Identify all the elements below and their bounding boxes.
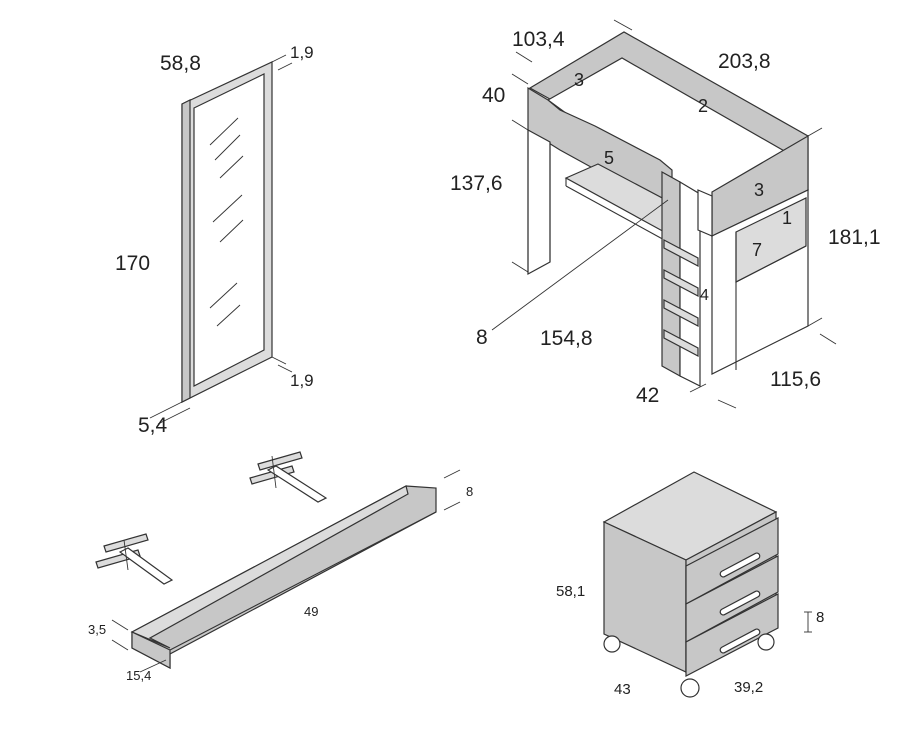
loft-dimension-lines xyxy=(511,19,837,409)
part-7-label: 7 xyxy=(752,240,762,260)
loft-ladder-width-label: 42 xyxy=(636,384,659,407)
mirror-drawing: 58,8 1,9 170 1,9 5,4 xyxy=(115,43,314,437)
shelf-bracket-top xyxy=(249,451,328,503)
loft-guard-height-label: 40 xyxy=(482,84,505,107)
left-leg-front xyxy=(527,128,551,276)
loft-desk-width-label: 154,8 xyxy=(540,327,593,350)
shelf-dimension-lines xyxy=(111,469,461,673)
loft-under-height-label: 137,6 xyxy=(450,172,503,195)
guard-post xyxy=(697,189,713,237)
drawer-2-handle xyxy=(719,590,761,616)
drawer-drawer-height-label: 8 xyxy=(816,609,824,626)
part-8-label: 8 xyxy=(476,326,488,349)
loft-bed-drawing: 103,4 203,8 40 137,6 181,1 154,8 42 115,… xyxy=(450,19,881,409)
drawer-3 xyxy=(685,593,779,677)
part-8-leader xyxy=(491,199,669,331)
part-1-label: 1 xyxy=(782,208,792,228)
ladder-steps xyxy=(663,239,699,357)
part-3b-label: 3 xyxy=(754,180,764,200)
part-2-label: 2 xyxy=(698,96,708,116)
mirror-frame-side xyxy=(181,99,191,403)
shelf-length-label: 49 xyxy=(304,604,318,619)
drawer-2 xyxy=(685,555,779,644)
drawer-width-label: 43 xyxy=(614,681,631,698)
shelf-height-label: 8 xyxy=(466,484,473,499)
shelf-body xyxy=(131,485,437,669)
part-3-label: 3 xyxy=(574,70,584,90)
drawer-height-label: 58,1 xyxy=(556,583,585,600)
shelf-depth-label: 15,4 xyxy=(126,668,151,683)
part-4-label: 4 xyxy=(700,287,709,304)
mirror-width-label: 58,8 xyxy=(160,52,201,75)
mirror-depth-top-label: 1,9 xyxy=(290,43,314,62)
drawer-1-handle xyxy=(719,552,761,578)
loft-total-height-label: 181,1 xyxy=(828,226,881,249)
drawer-depth-label: 39,2 xyxy=(734,679,763,696)
shelf-top-face xyxy=(130,485,409,649)
drawer-3-handle xyxy=(719,628,761,654)
loft-depth-label: 103,4 xyxy=(512,28,565,51)
part-5-label: 5 xyxy=(604,148,614,168)
mirror-frame-label: 5,4 xyxy=(138,414,168,437)
drawers xyxy=(685,517,779,677)
shelf-lip-label: 3,5 xyxy=(88,622,106,637)
mirror-height-label: 170 xyxy=(115,252,150,275)
shelf-end-face xyxy=(131,631,171,669)
shelf-bracket-bottom xyxy=(95,533,174,585)
loft-base-width-label: 115,6 xyxy=(770,368,821,391)
drawer-dimension-lines xyxy=(804,611,812,633)
drawer-1 xyxy=(685,517,779,606)
shelf-drawing: 8 49 3,5 15,4 xyxy=(88,451,473,683)
drawer-unit-drawing: 58,1 8 43 39,2 xyxy=(556,471,824,698)
mirror-reflection-lines xyxy=(209,117,244,327)
mirror-dimension-lines xyxy=(149,54,293,425)
mirror-glass xyxy=(193,73,265,387)
loft-length-label: 203,8 xyxy=(718,50,771,73)
mirror-depth-bottom-label: 1,9 xyxy=(290,371,314,390)
drawer-unit-wheels xyxy=(603,633,775,698)
